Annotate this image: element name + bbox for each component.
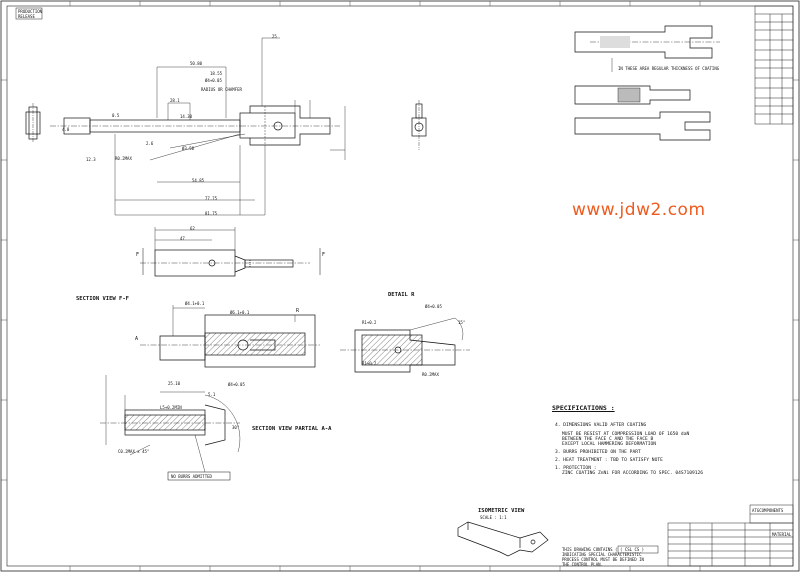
dim-text: 28.1: [170, 98, 180, 103]
spec-item: BETWEEN THE FACE C AND THE FACE B: [562, 437, 654, 442]
dim-text: C0.2MAX x 45°: [118, 449, 150, 454]
dim-text: Ø6.1+0.1: [230, 310, 250, 315]
stamp-line-2: RELEASE: [18, 14, 35, 19]
dim-text: Ø4+0.05: [228, 382, 245, 387]
isometric-label: ISOMETRIC VIEW: [478, 508, 525, 514]
dim-text: 15°: [458, 320, 466, 325]
dim-text: 25: [272, 34, 277, 39]
symbol-box-text: ( CSL CS ): [620, 547, 645, 552]
stamp-line-1: PRODUCTION: [18, 9, 43, 14]
cut-letter-f-right: F: [322, 252, 326, 258]
title-block: [667, 504, 794, 567]
spec-item: 2. HEAT TREATMENT : TBD TO SATISFY NOTE: [555, 458, 663, 463]
symbol-note-line: INDICATING SPECIAL CHARACTERISTIC: [562, 552, 642, 557]
dim-text: Ø3.50: [182, 146, 195, 151]
cut-letter-f-left: F: [136, 252, 140, 258]
title-block-material: MATERIAL: [772, 532, 792, 537]
radius-note: RADIUS OR CHAMFER: [201, 87, 242, 92]
dim-text: 5.1: [208, 392, 216, 397]
dim-text: R1+0.2: [362, 320, 377, 325]
dim-text: 12.3: [86, 157, 96, 162]
section-ff-view: [140, 305, 320, 368]
dim-text: Ø4.1+0.1: [185, 301, 205, 306]
section-aa-view: [100, 375, 241, 481]
isometric-scale: SCALE : 1:1: [480, 515, 507, 520]
symbol-note-line: THIS DRAWING CONTAINS (: [562, 547, 618, 552]
dim-text: Ø4+0.05: [425, 304, 442, 309]
dim-text: R1+0.2: [362, 361, 377, 366]
spec-item: MUST BE RESIST AT COMPRESSION LOAD OF 16…: [562, 432, 690, 437]
spec-item: 1. PROTECTION :: [555, 466, 597, 471]
top-view: [140, 227, 321, 277]
dim-text: 18.55: [210, 71, 223, 76]
detail-r-view: [340, 317, 470, 373]
dim-text: R0.2MAX: [115, 156, 132, 161]
title-block-company: ATGCOMPONENTS: [752, 508, 784, 513]
dim-text: 62: [190, 226, 195, 231]
dim-text: Ø4+0.05: [205, 78, 222, 83]
cut-letter-r: R: [296, 308, 300, 314]
symbol-note-line: THE CONTROL PLAN.: [562, 562, 603, 567]
dim-text: 81.75: [205, 211, 218, 216]
dim-text: 25.10: [168, 381, 181, 386]
coating-views: [574, 25, 720, 141]
section-ff-label: SECTION VIEW F-F: [76, 296, 129, 302]
dim-text: 77.75: [205, 196, 218, 201]
cut-letter-a: A: [135, 336, 139, 342]
symbol-note-frame: [617, 545, 659, 554]
detail-r-label: DETAIL R: [388, 292, 415, 298]
spec-heading: SPECIFICATIONS :: [552, 404, 615, 412]
burrs-note: NO BURRS ADMITTED: [171, 474, 212, 479]
dim-text: R0.2MAX: [422, 372, 439, 377]
dim-text: 14.30: [180, 114, 193, 119]
spec-item: 4. DIMENSIONS VALID AFTER COATING: [555, 423, 647, 428]
production-stamp-frame: [15, 7, 43, 20]
isometric-view: [457, 521, 549, 557]
symbol-note-line: PROCESS CONTROL MUST BE DEFINED IN: [562, 557, 644, 562]
revision-table: [754, 5, 794, 125]
main-side-view: [25, 37, 346, 216]
dim-text: 0.5: [112, 113, 120, 118]
dim-text: 47: [180, 236, 185, 241]
dim-text: 54.85: [192, 178, 205, 183]
section-aa-label: SECTION VIEW PARTIAL A-A: [252, 426, 332, 432]
watermark: www.jdw2.com: [572, 200, 706, 220]
dim-text: 30°: [232, 425, 240, 430]
spec-item: 3. BURRS PROHIBITED ON THE PART: [555, 450, 641, 455]
spec-item: EXCEPT LOCAL HAMMERING DEFORMATION: [562, 442, 657, 447]
dim-text: 4.8: [62, 127, 70, 132]
dim-text: 2.6: [146, 141, 154, 146]
dim-text: L5+0.2MIN: [160, 405, 182, 410]
coating-note: IN THESE AREA REGULAR THICKNESS OF COATI…: [618, 66, 720, 71]
spec-item: ZINC COATING ZnNi FOR ACCORDING TO SPEC.…: [562, 471, 704, 476]
pin-end-view: [411, 100, 427, 150]
dim-text: 50.80: [190, 61, 203, 66]
